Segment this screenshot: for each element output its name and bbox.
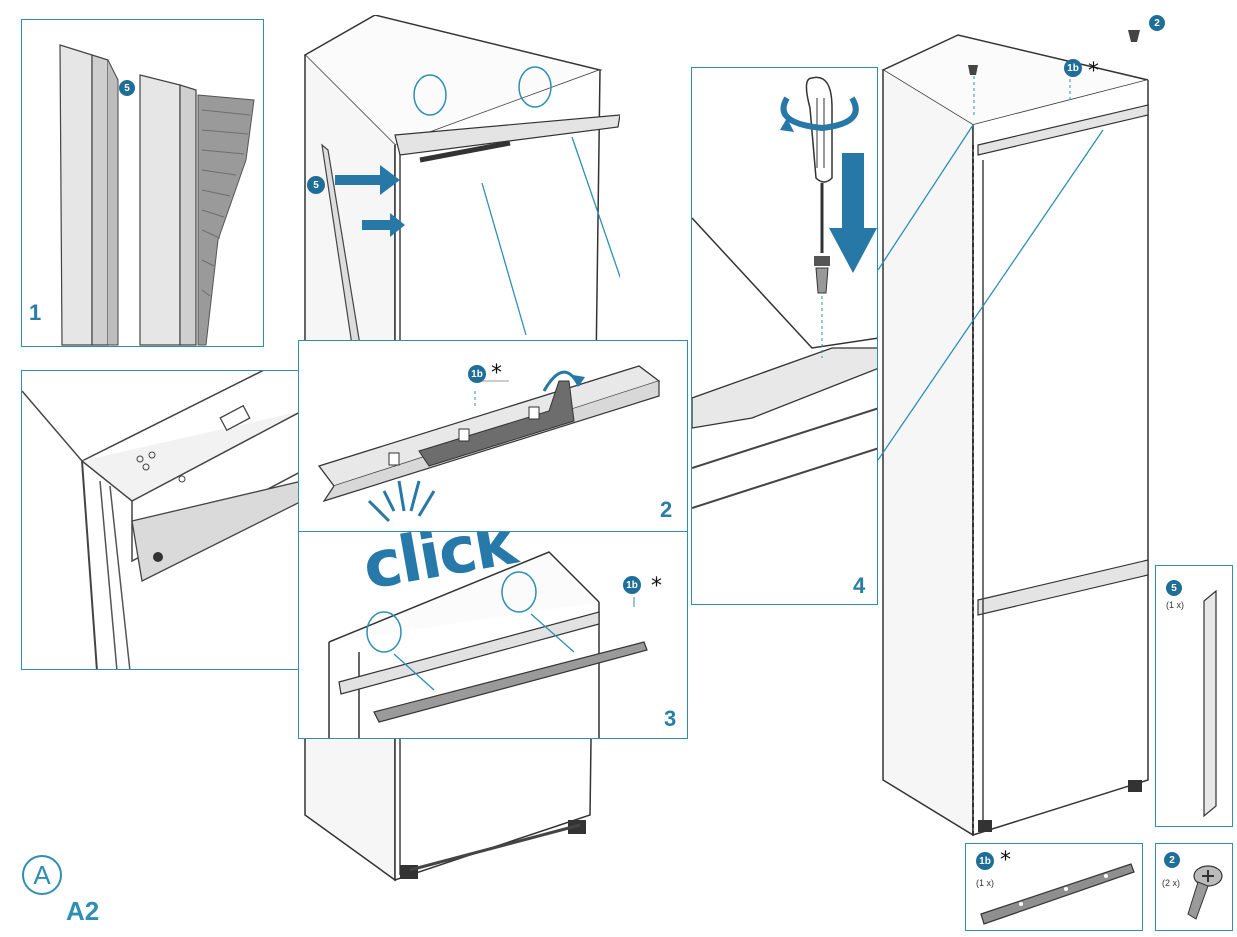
- asterisk-right: *: [1088, 59, 1099, 84]
- part-1b-badge-step2: 1b: [468, 365, 486, 383]
- asterisk-step2: *: [491, 361, 502, 386]
- part-2-badge-box: 2: [1164, 852, 1180, 868]
- part-1b-badge-step3: 1b: [623, 576, 641, 594]
- part-1b-badge-right: 1b: [1064, 59, 1082, 77]
- part-5-badge: 5: [119, 80, 135, 96]
- panel-step-4: 4: [691, 67, 878, 605]
- panel-step-1: 5 1: [21, 19, 264, 347]
- panel-step-2: 1b * 2: [298, 340, 688, 532]
- part-rail-icon: [980, 863, 1135, 925]
- part-seal-strip-icon: [1203, 589, 1217, 818]
- part-box-screw: 2 (2 x): [1155, 843, 1233, 931]
- step-1-number: 1: [29, 300, 42, 325]
- asterisk-part-box: *: [1000, 848, 1011, 873]
- part-box-rail: 1b * (1 x): [965, 843, 1143, 931]
- section-code: A2: [66, 896, 100, 926]
- part-5-badge-arrow: 5: [307, 176, 325, 194]
- seal-strip-illustration: [59, 44, 255, 346]
- screw-icon: [1187, 865, 1223, 920]
- panel-step-3: click 1b * 3: [298, 531, 688, 739]
- step-2-number: 2: [660, 497, 673, 522]
- corner-detail-illustration: [22, 371, 298, 669]
- step-3-number: 3: [664, 706, 677, 731]
- fridge-right-illustration: [878, 30, 1149, 837]
- part-2-badge-top: 2: [1149, 15, 1165, 31]
- panel-corner-detail: [21, 370, 299, 670]
- screwdriver-illustration: [692, 76, 877, 509]
- part-2-qty: (2 x): [1162, 878, 1180, 888]
- part-1b-qty: (1 x): [976, 878, 994, 888]
- step-4-number: 4: [853, 573, 866, 598]
- part-1b-badge-box: 1b: [976, 852, 994, 870]
- section-letter: A: [22, 855, 62, 895]
- asterisk-step3: *: [651, 574, 662, 599]
- part-5-badge-box: 5: [1166, 580, 1182, 596]
- part-5-qty: (1 x): [1166, 600, 1184, 610]
- part-box-seal: 5 (1 x): [1155, 565, 1233, 827]
- rail-mount-illustration: [328, 551, 648, 738]
- clip-detail-illustration: [317, 365, 661, 523]
